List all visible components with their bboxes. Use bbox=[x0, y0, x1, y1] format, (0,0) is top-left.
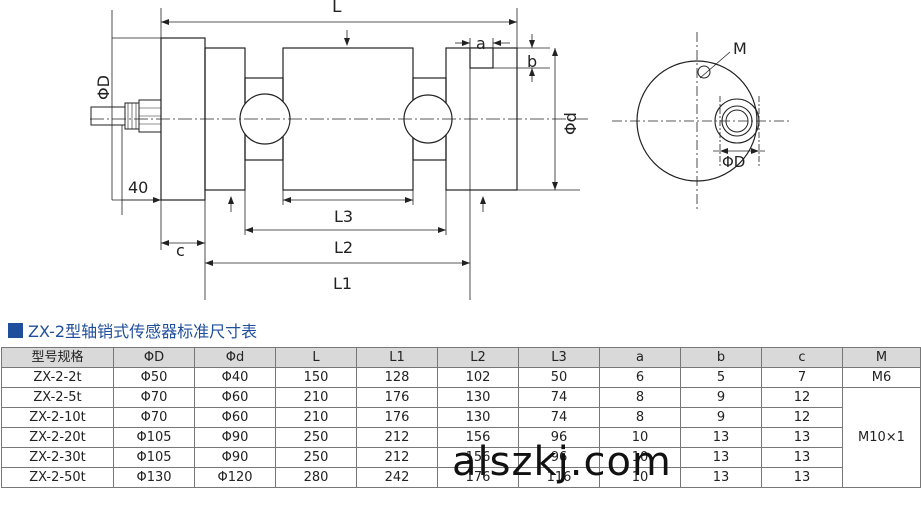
table-cell: 9 bbox=[680, 387, 762, 408]
table-row: ZX-2-5t Φ70 Φ60 210 176 130 74 8 9 12 M1… bbox=[1, 387, 921, 488]
table-cell: 212 bbox=[356, 447, 438, 468]
watermark: alszkj.com bbox=[452, 439, 672, 485]
table-cell: 13 bbox=[761, 427, 843, 448]
table-cell-m-large: M10×1 bbox=[842, 387, 921, 488]
label-b: b bbox=[527, 52, 537, 71]
table-cell: Φ50 bbox=[113, 367, 195, 388]
table-cell: ZX-2-10t bbox=[1, 407, 114, 428]
table-cell: 74 bbox=[518, 407, 600, 428]
label-L: L bbox=[332, 0, 342, 17]
table-cell: 176 bbox=[356, 387, 438, 408]
dimension-table: 型号规格 ΦD Φd L L1 L2 L3 a b c M ZX-2-2t Φ5… bbox=[1, 347, 921, 488]
table-cell: 212 bbox=[356, 427, 438, 448]
header-phiD: ΦD bbox=[113, 347, 195, 368]
table-cell: Φ70 bbox=[113, 407, 195, 428]
table-cell: 13 bbox=[761, 467, 843, 488]
table-cell: ZX-2-50t bbox=[1, 467, 114, 488]
table-cell: 13 bbox=[761, 447, 843, 468]
table-cell: Φ60 bbox=[194, 387, 276, 408]
table-cell: 250 bbox=[275, 447, 357, 468]
label-L1: L1 bbox=[333, 274, 352, 293]
cable-gland bbox=[90, 106, 126, 126]
label-40: 40 bbox=[128, 178, 148, 197]
label-phiD: ΦD bbox=[94, 75, 113, 100]
table-cell: 50 bbox=[518, 367, 600, 388]
table-cell: Φ60 bbox=[194, 407, 276, 428]
table-cell: Φ70 bbox=[113, 387, 195, 408]
table-cell: 10 bbox=[599, 467, 681, 488]
label-L2: L2 bbox=[334, 238, 353, 257]
header-c: c bbox=[761, 347, 843, 368]
table-row: ZX-2-2t Φ50 Φ40 150 128 102 50 6 5 7 M6 bbox=[1, 367, 921, 388]
table-cell: 242 bbox=[356, 467, 438, 488]
title-marker-icon bbox=[8, 322, 23, 338]
table-cell: Φ105 bbox=[113, 427, 195, 448]
table-cell: 96 bbox=[518, 427, 600, 448]
table-cell: Φ120 bbox=[194, 467, 276, 488]
header-L2: L2 bbox=[437, 347, 519, 368]
table-cell: 250 bbox=[275, 427, 357, 448]
label-M: M bbox=[733, 39, 747, 58]
section-title: ZX-2型轴销式传感器标准尺寸表 bbox=[8, 318, 257, 342]
label-c: c bbox=[176, 241, 185, 260]
table-cell: Φ90 bbox=[194, 447, 276, 468]
table-header-row: 型号规格 ΦD Φd L L1 L2 L3 a b c M bbox=[1, 347, 921, 368]
slot bbox=[469, 47, 494, 69]
table-cell: 210 bbox=[275, 407, 357, 428]
table-row: ZX-2-50t Φ130 Φ120 280 242 176 116 10 13… bbox=[1, 467, 921, 488]
label-L3: L3 bbox=[334, 207, 353, 226]
table-cell: 74 bbox=[518, 387, 600, 408]
table-cell: 130 bbox=[437, 407, 519, 428]
header-a: a bbox=[599, 347, 681, 368]
table-cell: 13 bbox=[680, 447, 762, 468]
table-cell: 210 bbox=[275, 387, 357, 408]
table-cell: 128 bbox=[356, 367, 438, 388]
table-cell: 12 bbox=[761, 407, 843, 428]
label-a: a bbox=[476, 34, 486, 53]
table-row: ZX-2-30t Φ105 Φ90 250 212 156 96 10 13 1… bbox=[1, 447, 921, 468]
header-model: 型号规格 bbox=[1, 347, 114, 368]
table-cell: Φ105 bbox=[113, 447, 195, 468]
label-phiD-side: ΦD bbox=[722, 153, 745, 171]
section-title-text: ZX-2型轴销式传感器标准尺寸表 bbox=[28, 322, 258, 341]
table-cell: ZX-2-5t bbox=[1, 387, 114, 408]
sensor-dimension-drawing: L a b ΦD Φd 40 c L3 L2 L1 M ΦD bbox=[90, 0, 792, 300]
table-cell: Φ90 bbox=[194, 427, 276, 448]
table-cell: 280 bbox=[275, 467, 357, 488]
table-cell: 130 bbox=[437, 387, 519, 408]
table-cell: 12 bbox=[761, 387, 843, 408]
table-cell: 176 bbox=[356, 407, 438, 428]
side-view-hole-M bbox=[697, 65, 711, 79]
table-cell: Φ40 bbox=[194, 367, 276, 388]
header-M: M bbox=[842, 347, 921, 368]
table-cell: 6 bbox=[599, 367, 681, 388]
table-cell: 5 bbox=[680, 367, 762, 388]
header-phid: Φd bbox=[194, 347, 276, 368]
table-cell: ZX-2-30t bbox=[1, 447, 114, 468]
label-phid: Φd bbox=[561, 112, 580, 135]
table-cell: ZX-2-2t bbox=[1, 367, 114, 388]
table-cell: 10 bbox=[599, 447, 681, 468]
table-cell: 7 bbox=[761, 367, 843, 388]
header-b: b bbox=[680, 347, 762, 368]
table-cell: 8 bbox=[599, 407, 681, 428]
table-cell: 176 bbox=[437, 467, 519, 488]
header-L: L bbox=[275, 347, 357, 368]
header-L3: L3 bbox=[518, 347, 600, 368]
table-cell: 13 bbox=[680, 467, 762, 488]
table-cell: 9 bbox=[680, 407, 762, 428]
header-L1: L1 bbox=[356, 347, 438, 368]
table-cell: 150 bbox=[275, 367, 357, 388]
table-cell: Φ130 bbox=[113, 467, 195, 488]
table-cell-m-small: M6 bbox=[842, 367, 921, 388]
table-cell: 8 bbox=[599, 387, 681, 408]
table-cell: 13 bbox=[680, 427, 762, 448]
table-cell: ZX-2-20t bbox=[1, 427, 114, 448]
table-cell: 102 bbox=[437, 367, 519, 388]
table-cell: 116 bbox=[518, 467, 600, 488]
table-row: ZX-2-10t Φ70 Φ60 210 176 130 74 8 9 12 bbox=[1, 407, 921, 428]
